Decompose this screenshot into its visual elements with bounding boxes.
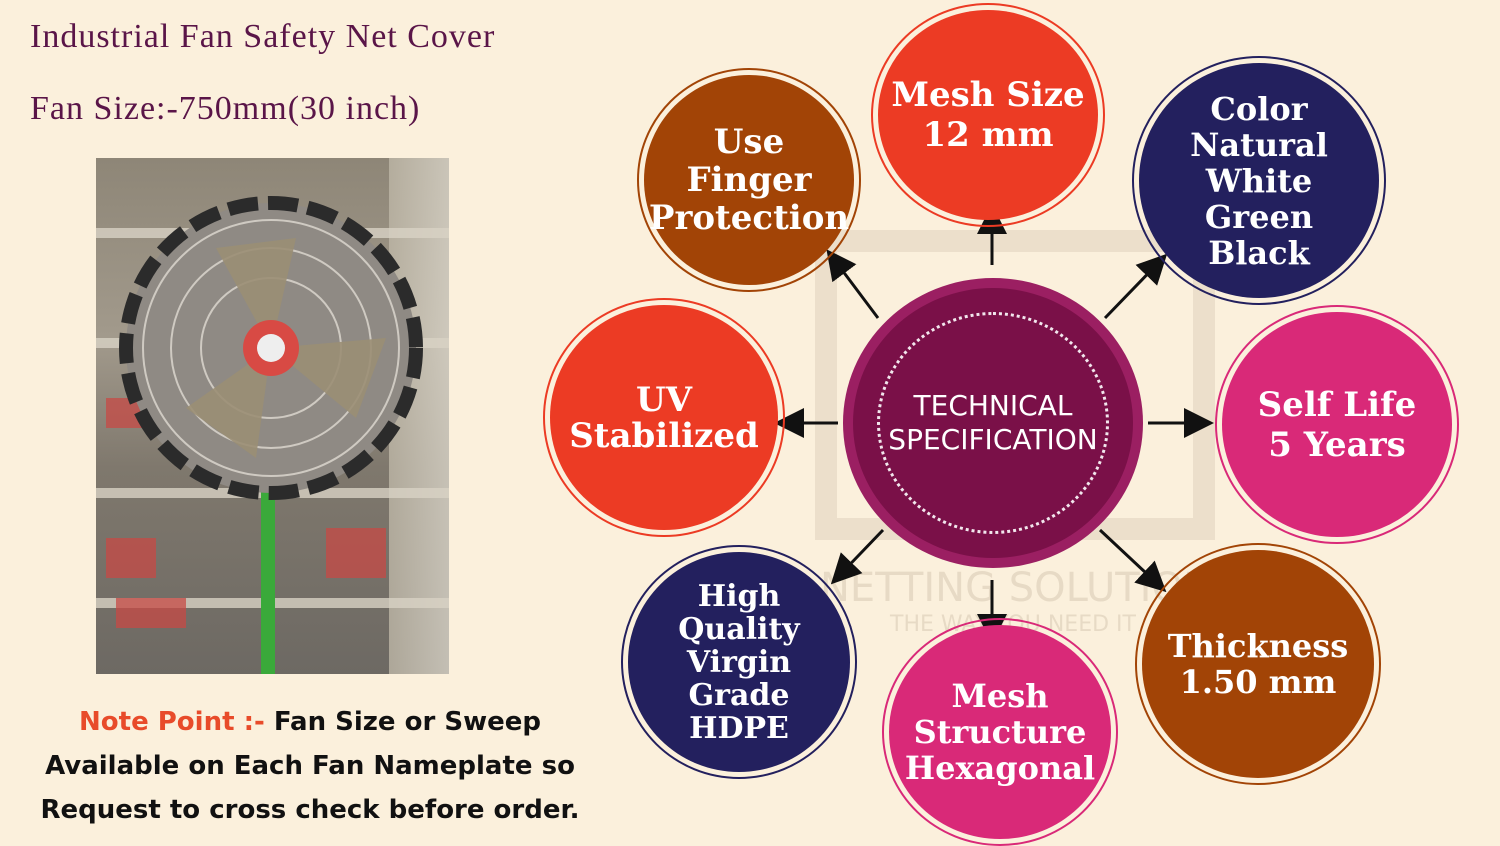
fan-icon [119,196,423,500]
spec-mesh-size: Mesh Size 12 mm [871,3,1105,227]
spec-thickness-text: Thickness 1.50 mm [1167,627,1349,701]
spec-self-life: Self Life 5 Years [1215,305,1459,544]
fan-net-photo [96,158,449,674]
arrow-up-left [826,249,880,319]
arrow-down-right [1098,528,1167,593]
spec-mesh-structure-text: Mesh Structure Hexagonal [904,677,1096,787]
spec-hdpe: High Quality Virgin Grade HDPE [621,545,857,779]
page-title: Industrial Fan Safety Net Cover [30,18,496,55]
spec-color-text: Color Natural White Green Black [1190,89,1328,272]
spec-hdpe-text: High Quality Virgin Grade HDPE [678,578,800,746]
technical-specification-label: TECHNICAL SPECIFICATION [888,389,1098,456]
spec-uv-stabilized-text: UV Stabilized [569,379,759,456]
spec-finger-protection: Use Finger Protection [637,68,861,292]
note-text-3: Request to cross check before order. [40,795,580,825]
spec-finger-protection-text: Use Finger Protection [648,122,850,238]
spec-uv-stabilized: UV Stabilized [543,298,785,537]
technical-specification-hub: TECHNICAL SPECIFICATION [843,278,1143,568]
spec-mesh-structure: Mesh Structure Hexagonal [882,618,1118,846]
arrow-down-left [830,528,885,585]
note-text-2: Available on Each Fan Nameplate so [45,751,575,781]
note-text-1: Fan Size or Sweep [264,707,541,737]
spec-thickness: Thickness 1.50 mm [1135,543,1381,785]
fan-size-text: Fan Size:-750mm(30 inch) [30,90,421,127]
spec-mesh-size-text: Mesh Size 12 mm [891,75,1085,155]
note-label: Note Point :- [79,707,265,737]
arrow-up-right [1103,253,1168,320]
spec-color: Color Natural White Green Black [1132,56,1386,305]
spec-self-life-text: Self Life 5 Years [1257,384,1417,465]
note-point: Note Point :- Fan Size or Sweep Availabl… [10,700,610,832]
